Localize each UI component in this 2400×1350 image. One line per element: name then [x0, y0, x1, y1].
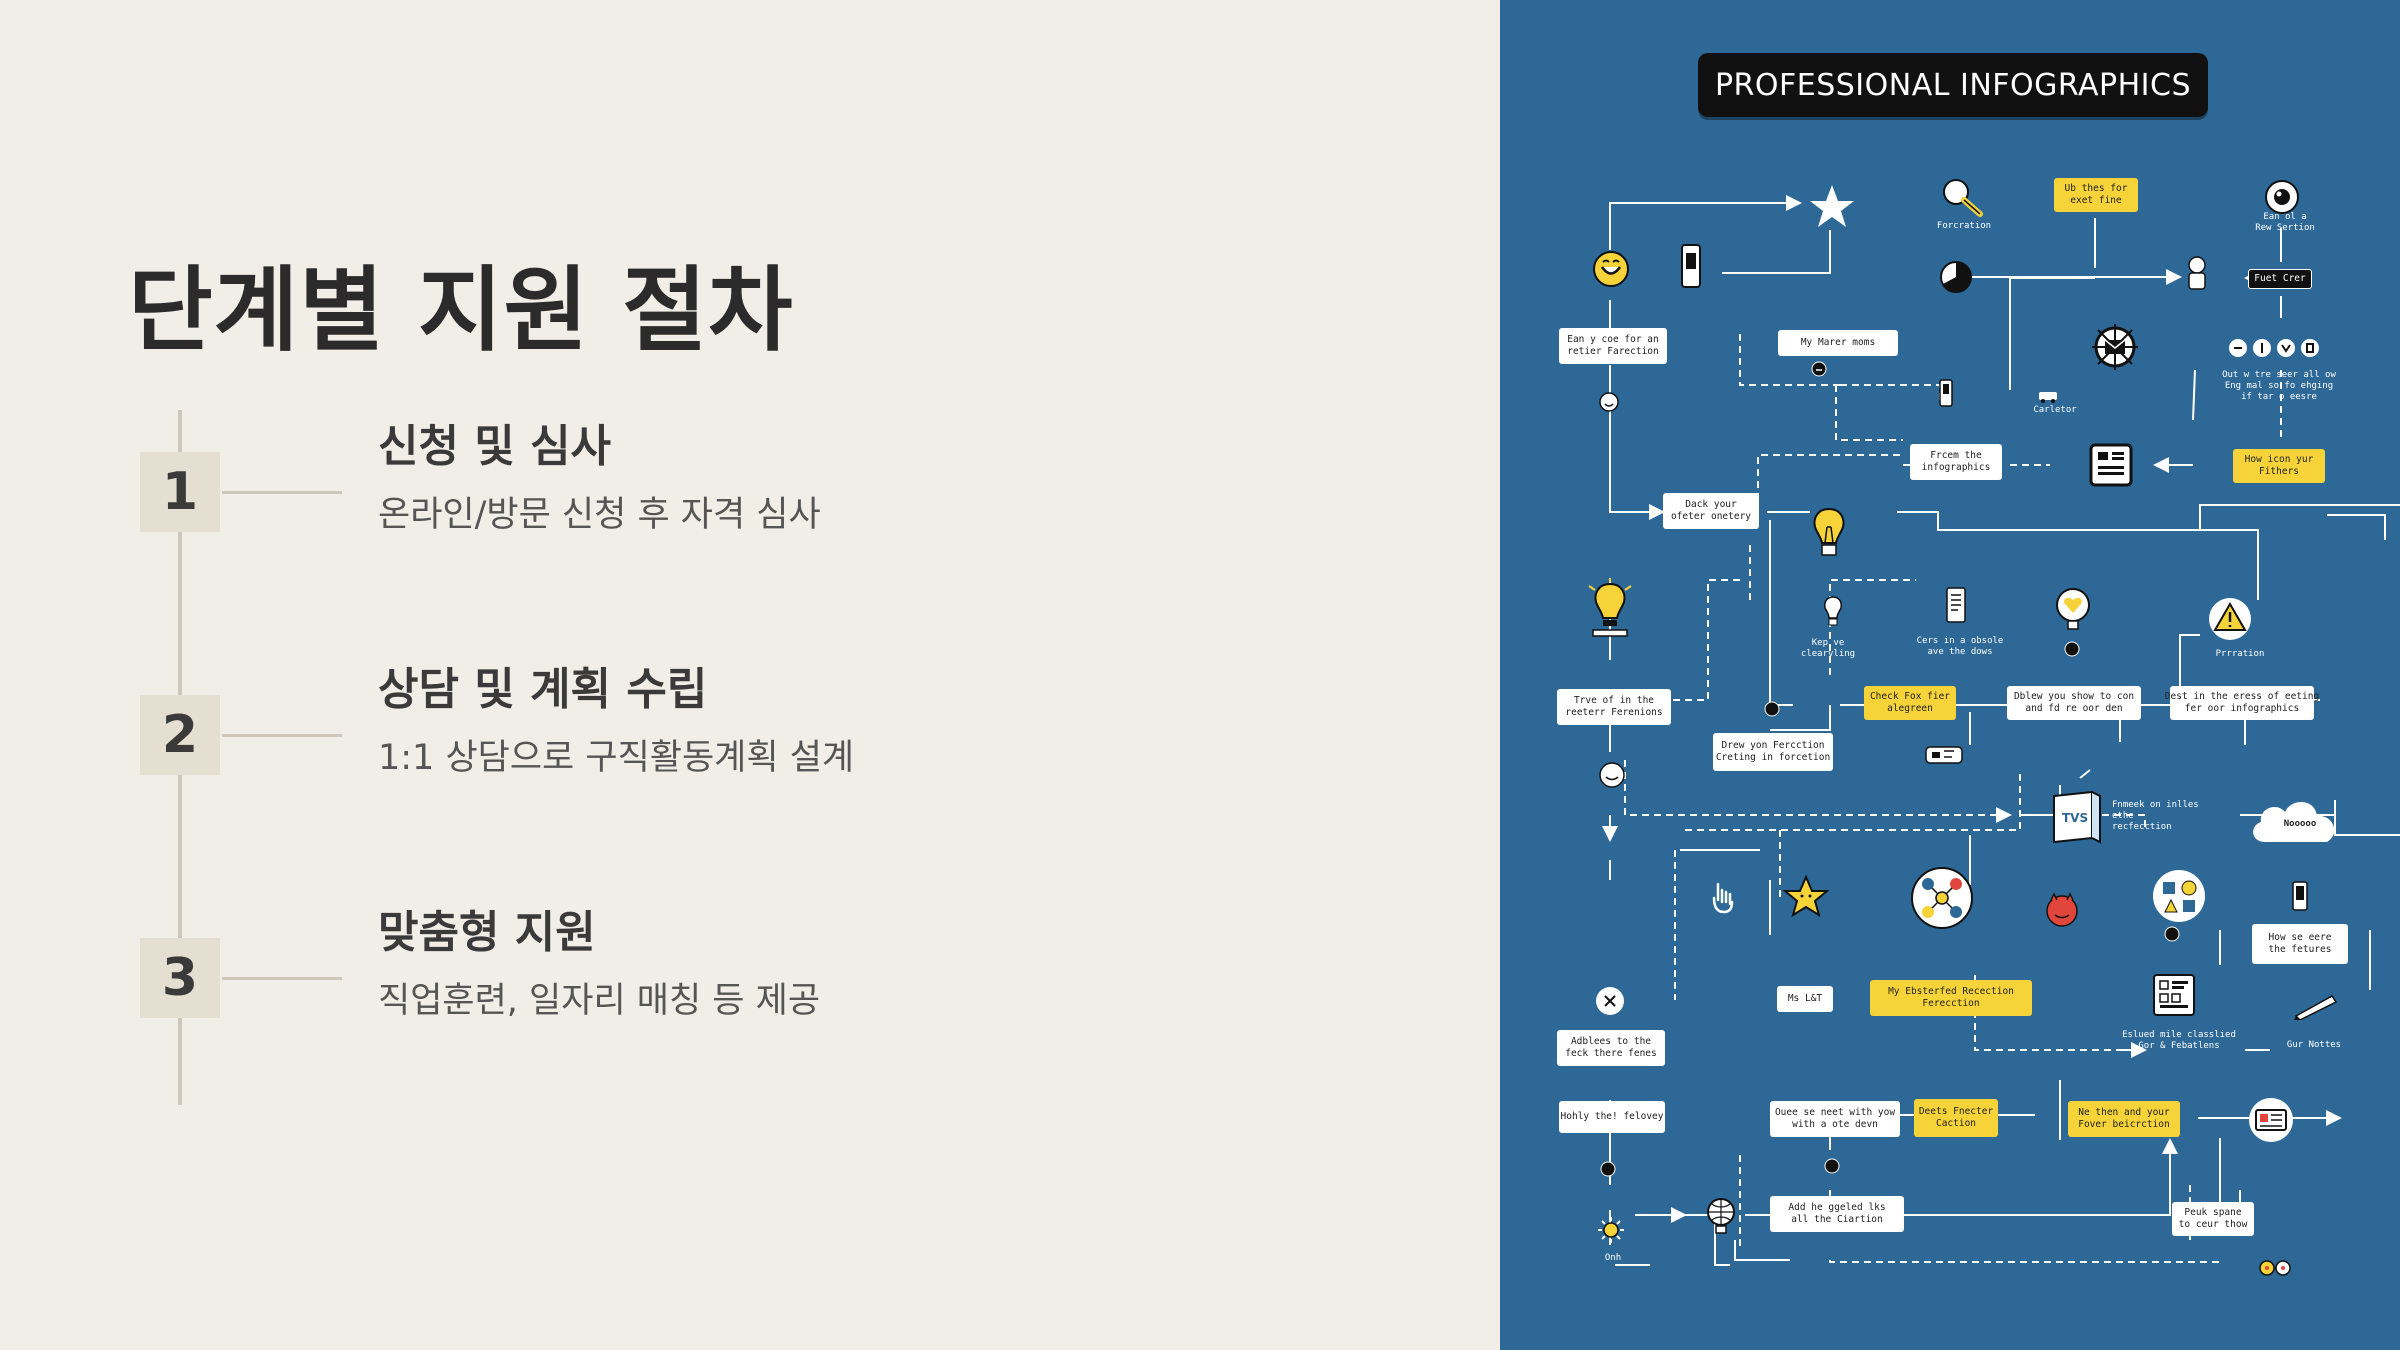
star-yellow-icon — [1783, 874, 1829, 918]
flow-label: Kep ve clearvling — [1800, 638, 1856, 659]
flow-box: Trve of in the reeterr Ferenions — [1557, 689, 1671, 725]
step-description: 1:1 상담으로 구직활동계획 설계 — [378, 738, 855, 778]
flow-label: Fnmeek on inlles ethe recfecction — [2112, 800, 2199, 832]
lightbulb-globe-icon — [1707, 1198, 1735, 1234]
document-icon — [1946, 587, 1966, 623]
number-badge-icon-3 — [1600, 1161, 1616, 1177]
flow-box: Hohly the! felovey — [1559, 1101, 1665, 1133]
flow-label: Forcration — [1936, 221, 1992, 231]
step-connector — [222, 734, 342, 737]
hand-pointer-icon — [1712, 882, 1734, 914]
circle-x-icon — [1596, 987, 1624, 1015]
flow-box: Ne then and your Fover beicrction — [2068, 1101, 2180, 1137]
flow-box: Ean y coe for an retier Farection — [1559, 328, 1667, 364]
pen-icon — [2294, 995, 2338, 1020]
mobile-icon — [2292, 881, 2308, 911]
flow-label: Eslued mile classlied Gor & Febatlens — [2122, 1030, 2236, 1051]
magnifier-icon — [1943, 179, 1983, 217]
flow-box: Drew yon Fercction Creting in forcetion — [1713, 733, 1833, 771]
flow-box: Ouee se neet with yow with a ote devn — [1770, 1101, 1900, 1137]
flow-box: My Ebsterfed Recection Ferecction — [1870, 980, 2032, 1016]
face-tiny-icon-2 — [2064, 641, 2080, 657]
cloud-label: Nooooo — [2283, 819, 2317, 829]
step-3: 3 맞춤형 지원 직업훈련, 일자리 매칭 등 제공 — [140, 896, 1040, 1046]
flow-box: Dest in the eress of eeting fer oor info… — [2165, 686, 2319, 720]
dashboard-icon — [2089, 443, 2133, 487]
face-small-icon — [1599, 392, 1619, 412]
flow-box: Adblees to the feck there fenes — [1557, 1030, 1665, 1066]
lightbulb-icon — [1813, 507, 1845, 556]
lightbulb-desk-icon — [1588, 578, 1632, 637]
flow-label: Onh — [1604, 1253, 1622, 1263]
flow-label: Cers in a obsole ave the dows — [1916, 636, 2004, 657]
cloud-icon — [2253, 801, 2335, 842]
step-connector — [222, 977, 342, 980]
pie-chart-icon — [1940, 261, 1972, 293]
step-title: 상담 및 계획 수립 — [378, 664, 708, 715]
flow-label: Prrration — [2215, 649, 2265, 659]
tvs-book-icon: TVS — [2053, 790, 2101, 844]
flow-box: Ub thes for exet fine — [2054, 178, 2138, 212]
flow-box: How se eere the fetures — [2252, 924, 2348, 964]
flow-box: How icon yur Fithers — [2233, 449, 2325, 483]
shapes-icon — [2153, 870, 2205, 922]
step-title: 맞춤형 지원 — [378, 907, 596, 958]
flow-box: Peuk spane to ceur thow — [2172, 1202, 2254, 1236]
toolbar-icons — [2229, 339, 2319, 357]
eye-icon — [2265, 180, 2299, 214]
bulb-outline-icon — [1824, 596, 1842, 626]
flow-box: Dack your ofeter onetery — [1663, 493, 1759, 529]
step-description: 온라인/방문 신청 후 자격 심사 — [378, 495, 821, 535]
sun-gear-icon — [1598, 1217, 1624, 1243]
star-icon — [1810, 185, 1854, 227]
flow-label: Ean ol a Rew Sertion — [2255, 212, 2315, 233]
grid-panel-icon — [2153, 974, 2195, 1016]
warning-icon — [2209, 598, 2251, 640]
svg-text:TVS: TVS — [2062, 811, 2088, 825]
id-card-icon — [2249, 1098, 2293, 1142]
chat-bubble-icon — [1925, 746, 1963, 764]
robot-icon — [2188, 256, 2206, 290]
page-title: 단계별 지원 절차 — [128, 257, 794, 364]
phone-small-icon — [1939, 379, 1953, 407]
flow-label: Gur Nottes — [2286, 1040, 2342, 1050]
step-number: 1 — [140, 452, 220, 532]
flow-box: Check Fox fier alegreen — [1864, 686, 1956, 720]
smiley-icon — [1593, 251, 1629, 287]
social-hub-icon — [1911, 867, 1973, 929]
step-title: 신청 및 심사 — [378, 421, 612, 472]
face-tiny-icon — [1811, 361, 1827, 377]
number-badge-icon-4 — [1824, 1158, 1840, 1174]
step-2: 2 상담 및 계획 수립 1:1 상담으로 구직활동계획 설계 — [140, 653, 1040, 803]
step-description: 직업훈련, 일자리 매칭 등 제공 — [378, 981, 821, 1021]
number-badge-icon-2 — [2164, 926, 2180, 942]
flow-box: Add he ggeled lks all the Ciartion — [1770, 1196, 1904, 1232]
flow-box: Dblew you show to con and fd re oor den — [2007, 686, 2141, 720]
number-badge-icon — [1764, 701, 1780, 717]
flow-box: Ms L&T — [1777, 986, 1833, 1012]
step-connector — [222, 491, 342, 494]
step-number: 2 — [140, 695, 220, 775]
infographic-banner: PROFESSIONAL INFOGRAPHICS — [1698, 53, 2208, 117]
smile-outline-icon — [1599, 762, 1625, 788]
infographic-panel: PROFESSIONAL INFOGRAPHICS — [1500, 0, 2400, 1350]
step-1: 1 신청 및 심사 온라인/방문 신청 후 자격 심사 — [140, 410, 1040, 560]
flow-box: Deets Fnecter Caction — [1914, 1099, 1998, 1137]
flow-box: Frcem the infographics — [1910, 444, 2002, 480]
left-panel: 단계별 지원 절차 1 신청 및 심사 온라인/방문 신청 후 자격 심사 2 … — [128, 257, 1040, 1105]
step-number: 3 — [140, 938, 220, 1018]
flow-box: Fuet Crer — [2248, 269, 2312, 289]
flow-label: Carletor — [2033, 405, 2077, 415]
devil-face-icon — [2046, 892, 2078, 927]
globe-mail-icon — [2092, 324, 2138, 370]
heart-bulb-icon — [2056, 588, 2090, 630]
car-icon — [2039, 392, 2057, 403]
flow-box: My Marer moms — [1778, 330, 1898, 356]
flow-label: Out w tre seer all ow Eng mal so fo ehgi… — [2222, 370, 2336, 402]
phone-icon — [1681, 244, 1701, 288]
glasses-icon — [2259, 1260, 2291, 1276]
